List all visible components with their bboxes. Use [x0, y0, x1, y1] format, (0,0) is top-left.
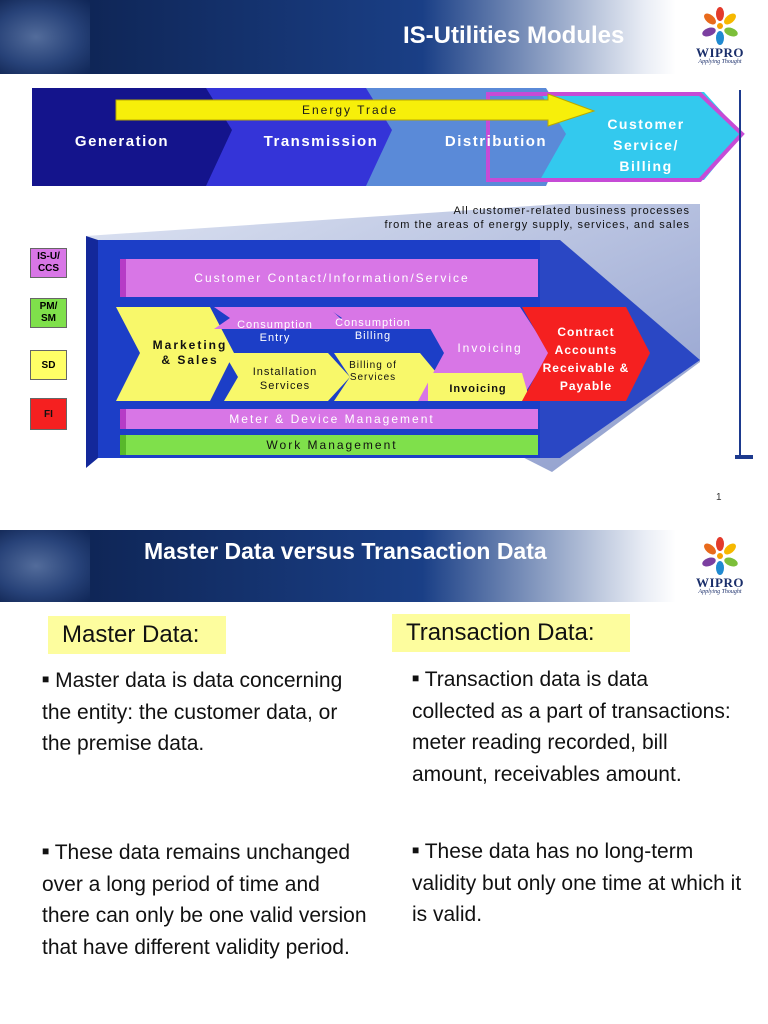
wipro-flower-icon [702, 537, 738, 575]
legend-fi: FI [30, 398, 67, 430]
bullet-square-icon: ■ [412, 671, 420, 685]
slide-title: Master Data versus Transaction Data [144, 538, 547, 564]
label-installation: Installation Services [252, 366, 318, 392]
bullet-square-icon: ■ [412, 843, 420, 857]
chevron-consumption-billing [326, 307, 442, 329]
logo-name: WIPRO [696, 575, 744, 590]
label-marketing: Marketing & Sales [152, 338, 228, 367]
bullet-square-icon: ■ [42, 844, 50, 858]
chevron-billing-services [334, 353, 440, 401]
logo-name: WIPRO [696, 45, 744, 60]
label-consumption-billing: Consumption Billing [335, 317, 411, 342]
chevron-transmission-label: Transmission [263, 133, 379, 150]
slide-is-utilities-modules: IS-Utilities Modules WIPRO Applying Thou… [0, 0, 768, 503]
page-number: 1 [716, 492, 722, 503]
right-accent-rule [739, 90, 741, 458]
label-invoicing-sd: Invoicing [449, 383, 507, 395]
strip-work-management: Work Management [120, 435, 538, 455]
master-bullet-1-text: Master data is data concerning the entit… [42, 669, 343, 755]
header-photo [0, 530, 90, 602]
label-consumption-entry: Consumption Entry [237, 319, 313, 344]
chevron-customer-service [540, 92, 742, 180]
legend-sd: SD [30, 350, 67, 380]
caption-line-2: from the areas of energy supply, service… [384, 219, 690, 231]
platform-side [86, 236, 98, 468]
chevron-customer-service-label: Customer Service/ Billing [607, 116, 685, 174]
logo-tagline: Applying Thought [698, 59, 742, 65]
label-billing-services: Billing of Services [349, 360, 397, 383]
highlight-frame [486, 92, 745, 182]
energy-trade-label: Energy Trade [301, 103, 399, 117]
label-invoicing-isu: Invoicing [457, 341, 523, 355]
energy-trade-arrow [115, 93, 596, 127]
master-bullet-1: ■ Master data is data concerning the ent… [42, 664, 372, 760]
legend-pm-sm: PM/ SM [30, 298, 67, 328]
master-bullet-2-text: These data remains unchanged over a long… [42, 841, 367, 959]
chevron-distribution-label: Distribution [444, 133, 548, 150]
right-accent-tick [735, 455, 753, 459]
master-bullet-2: ■ These data remains unchanged over a lo… [42, 836, 372, 963]
master-data-heading: Master Data: [48, 616, 226, 654]
legend-is-u-ccs: IS-U/ CCS [30, 248, 67, 278]
value-chain-diagram [32, 88, 745, 186]
chevron-installation [224, 353, 350, 401]
strip-customer-contact: Customer Contact/Information/Service [120, 259, 538, 297]
chevron-consumption-entry [214, 307, 352, 329]
caption-line-1: All customer-related business processes [453, 205, 690, 217]
transaction-bullet-2: ■ These data has no long-term validity b… [412, 835, 742, 931]
label-contract-accounts: Contract Accounts Receivable & Payable [542, 325, 630, 393]
chevron-generation-label: Generation [74, 133, 170, 150]
wipro-logo: WIPRO Applying Thought [680, 536, 760, 600]
chevron-contract-accounts [522, 307, 650, 401]
transaction-data-heading: Transaction Data: [392, 614, 630, 652]
slide-header: IS-Utilities Modules WIPRO Applying Thou… [0, 0, 768, 74]
transaction-bullet-1-text: Transaction data is data collected as a … [412, 668, 731, 786]
header-photo [0, 0, 90, 74]
strip-meter-device: Meter & Device Management [120, 409, 538, 429]
slide-master-vs-transaction: Master Data versus Transaction Data WIPR… [0, 530, 768, 1024]
chevron-marketing [116, 307, 234, 401]
slide-title: IS-Utilities Modules [403, 22, 625, 49]
chevron-invoicing-sd [428, 373, 530, 401]
transaction-bullet-2-text: These data has no long-term validity but… [412, 840, 742, 926]
process-chevrons [116, 307, 650, 401]
wipro-flower-icon [702, 7, 738, 45]
slide-header: Master Data versus Transaction Data WIPR… [0, 530, 768, 602]
bullet-square-icon: ■ [42, 672, 50, 686]
transaction-bullet-1: ■ Transaction data is data collected as … [412, 663, 732, 790]
logo-tagline: Applying Thought [698, 589, 742, 595]
wipro-logo: WIPRO Applying Thought [680, 6, 760, 70]
